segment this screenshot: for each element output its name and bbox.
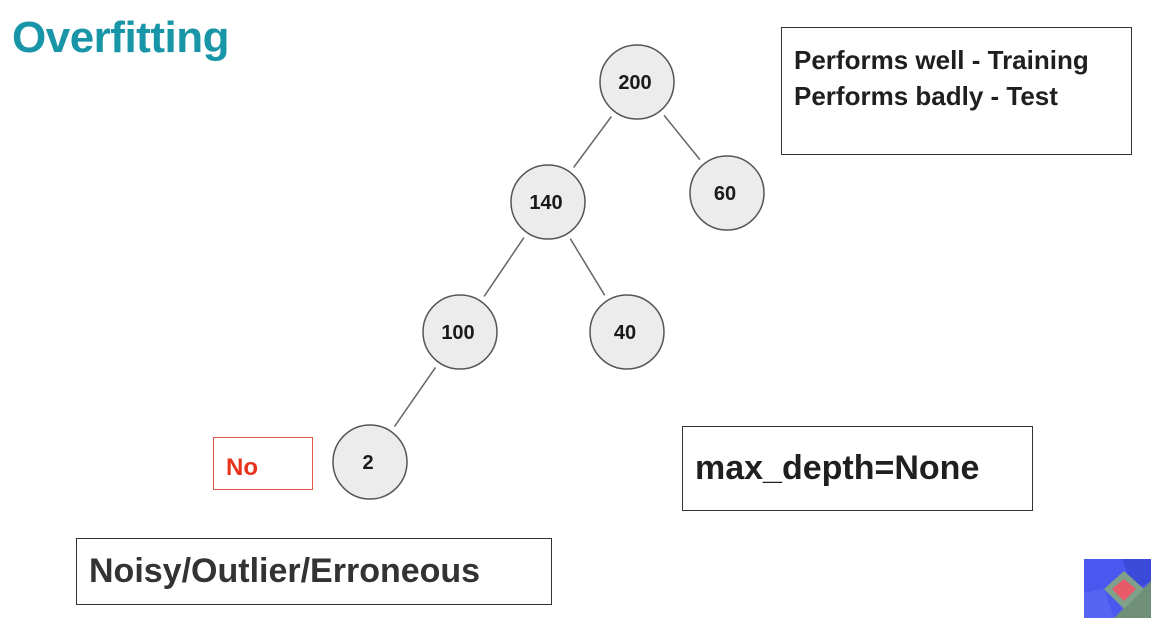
tree-edge-n200-n60 <box>663 114 701 161</box>
performs-badly-test: Performs badly - Test <box>794 81 1058 111</box>
tree-node-60: 60 <box>689 155 765 231</box>
tree-node-circle <box>422 294 498 370</box>
tree-node-label: 40 <box>614 322 636 344</box>
logo-icon <box>1084 559 1151 618</box>
tree-node-200: 200 <box>599 44 675 120</box>
tree-node-label: 200 <box>618 72 651 94</box>
performs-well-training: Performs well - Training <box>794 45 1089 75</box>
tree-node-circle <box>599 44 675 120</box>
tree-node-circle <box>510 164 586 240</box>
tree-node-2: 2 <box>332 424 408 500</box>
tree-nodes: 200 140 60 100 40 2 <box>332 44 765 500</box>
performance-note-box: Performs well - Training Performs badly … <box>781 27 1132 155</box>
tree-edge-n140-n40 <box>569 238 606 296</box>
leaf-tag-no: No <box>213 437 313 490</box>
tree-edges <box>393 114 701 428</box>
noisy-outlier-box: Noisy/Outlier/Erroneous <box>76 538 552 605</box>
tree-node-label: 100 <box>441 322 474 344</box>
tree-node-circle <box>332 424 408 500</box>
tree-node-label: 140 <box>529 192 562 214</box>
tree-edge-n140-n100 <box>483 237 525 297</box>
tree-node-circle <box>689 155 765 231</box>
max-depth-box: max_depth=None <box>682 426 1033 511</box>
tree-node-140: 140 <box>510 164 586 240</box>
slide-title: Overfitting <box>12 13 229 62</box>
tree-edge-n100-n2 <box>393 366 437 428</box>
tree-node-circle <box>589 294 665 370</box>
tree-edge-n200-n140 <box>572 116 613 168</box>
tree-node-40: 40 <box>589 294 665 370</box>
tree-node-100: 100 <box>422 294 498 370</box>
tree-node-label: 2 <box>362 452 373 474</box>
tree-node-label: 60 <box>714 183 736 205</box>
